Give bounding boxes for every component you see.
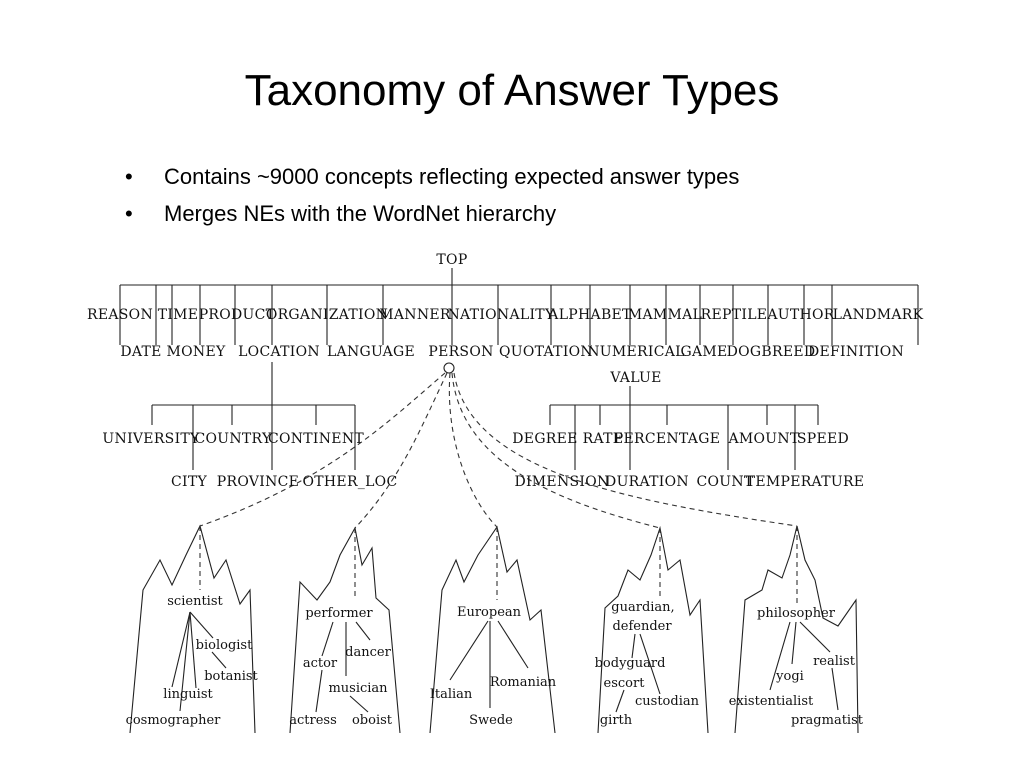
node-label: LANGUAGE [327, 344, 415, 360]
wordnet-subtree-scientist [129, 524, 256, 734]
node-label: CITY [171, 474, 207, 490]
node-label: OTHER_LOC [303, 474, 398, 490]
node-label: MANNER [379, 307, 451, 323]
node-label: REPTILE [701, 307, 768, 323]
node-label: ORGANIZATION [266, 307, 388, 323]
node-label: ALPHABET [547, 307, 632, 323]
node-label: MAMMAL [628, 307, 702, 323]
value-children: DEGREE RATE PERCENTAGE AMOUNT SPEED DIME… [512, 431, 864, 490]
leaf-label: linguist [163, 687, 213, 702]
person-connector-icon [443, 362, 455, 374]
wordnet-subtree-guardian [597, 525, 709, 734]
node-label: MONEY [166, 344, 225, 360]
node-label: PERCENTAGE [614, 431, 720, 447]
node-label: AMOUNT [727, 431, 799, 447]
bullet-item: Merges NEs with the WordNet hierarchy [125, 195, 739, 232]
leaf-label: cosmographer [126, 713, 222, 728]
leaf-label: realist [813, 654, 856, 669]
leaf-label: Swede [469, 713, 513, 728]
node-label: TIME [158, 307, 199, 323]
leaf-label: custodian [635, 694, 700, 709]
leaf-label: actor [303, 656, 338, 671]
subtree-root-label: defender [612, 619, 672, 634]
leaf-label: dancer [345, 645, 391, 660]
node-label: PRODUCT [199, 307, 276, 323]
node-label: CONTINENT [268, 431, 364, 447]
node-label: DEGREE [512, 431, 577, 447]
subtree-root-label: performer [305, 606, 373, 621]
subtree-root-label: scientist [167, 594, 223, 609]
node-label: QUOTATION [499, 344, 593, 360]
wordnet-subtree-philosopher [734, 525, 859, 734]
node-label: RATE [583, 431, 624, 447]
wordnet-subtree-european [429, 525, 556, 734]
philosopher-labels: philosopher yogi realist existentialist … [729, 606, 864, 728]
subtree-root-label: European [457, 605, 522, 620]
node-person: PERSON [428, 344, 493, 360]
leaf-label: pragmatist [791, 713, 864, 728]
node-label: REASON [87, 307, 153, 323]
level1-lower-row: DATE MONEY LOCATION LANGUAGE PERSON QUOT… [120, 344, 904, 386]
node-label: LOCATION [238, 344, 320, 360]
node-label: TEMPERATURE [746, 474, 865, 490]
node-label: PROVINCE [217, 474, 299, 490]
node-label: AUTHOR [766, 307, 834, 323]
node-top: TOP [436, 252, 467, 268]
slide-title: Taxonomy of Answer Types [244, 66, 780, 115]
leaf-label: biologist [196, 638, 253, 653]
leaf-label: musician [328, 681, 388, 696]
scientist-labels: scientist biologist botanist linguist co… [126, 594, 259, 728]
node-label: DATE [120, 344, 161, 360]
node-label: DOGBREED [727, 344, 816, 360]
leaf-label: girth [600, 713, 633, 728]
performer-labels: performer actor dancer musician actress … [289, 606, 393, 728]
leaf-label: existentialist [729, 694, 814, 709]
leaf-label: escort [604, 676, 646, 691]
node-label: UNIVERSITY [102, 431, 200, 447]
european-labels: European Italian Romanian Swede [430, 605, 557, 728]
leaf-label: yogi [775, 669, 804, 684]
node-label: LANDMARK [833, 307, 924, 323]
node-label: COUNTRY [194, 431, 271, 447]
leaf-label: Romanian [490, 675, 557, 690]
level1-upper-row: REASON TIME PRODUCT ORGANIZATION MANNER … [87, 307, 924, 323]
node-label: DIMENSION [514, 474, 609, 490]
node-label: SPEED [797, 431, 849, 447]
leaf-label: bodyguard [595, 656, 666, 671]
leaf-label: botanist [204, 669, 258, 684]
bullet-item: Contains ~9000 concepts reflecting expec… [125, 158, 739, 195]
subtree-root-label: guardian, [611, 600, 674, 615]
location-children: UNIVERSITY COUNTRY CONTINENT CITY PROVIN… [102, 431, 397, 490]
leaf-label: Italian [430, 687, 473, 702]
guardian-labels: guardian, defender bodyguard escort cust… [595, 600, 700, 728]
person-dashed-links [199, 372, 798, 529]
hierarchy-lines [119, 268, 919, 470]
node-label: NATIONALITY [447, 307, 554, 323]
node-label: DEFINITION [808, 344, 904, 360]
wordnet-subtree-performer [289, 526, 401, 734]
subtree-root-label: philosopher [757, 606, 836, 621]
leaf-label: actress [289, 713, 337, 728]
node-label: DURATION [605, 474, 689, 490]
bullet-list: Contains ~9000 concepts reflecting expec… [125, 158, 739, 232]
node-label: COUNT [696, 474, 753, 490]
node-label: GAME [680, 344, 727, 360]
leaf-label: oboist [352, 713, 393, 728]
